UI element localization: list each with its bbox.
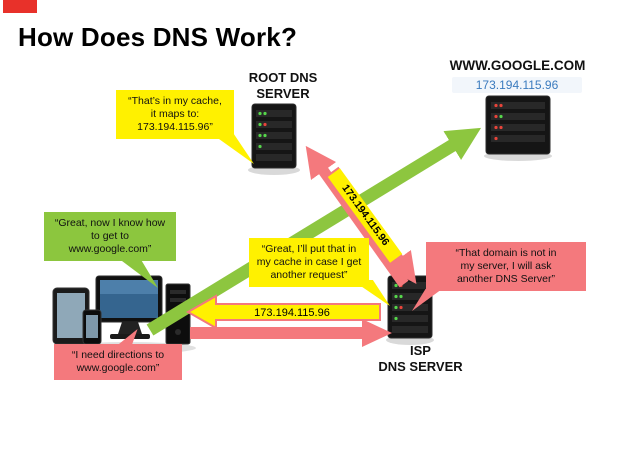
- arrow-client-to-google: [146, 127, 482, 336]
- root-dns-label-line2: SERVER: [256, 86, 310, 101]
- google-ip-label: 173.194.115.96: [452, 77, 582, 93]
- bubble-isp-miss: “That domain is not in my server, I will…: [426, 242, 586, 291]
- page-title: How Does DNS Work?: [18, 22, 298, 52]
- bubble-isp-cache-line3: another request”: [270, 269, 348, 281]
- bubble-isp-cache-line2: my cache in case I get: [256, 256, 362, 268]
- bubble-isp-cache: “Great, I’ll put that in my cache in cas…: [249, 238, 369, 287]
- root-dns-label-line1: ROOT DNS: [248, 70, 318, 85]
- google-server-icon: [484, 95, 552, 161]
- arrow-isp-to-client: [185, 294, 381, 330]
- isp-dns-label: ISP DNS SERVER: [368, 343, 473, 375]
- root-dns-server-icon: [248, 103, 300, 175]
- bubble-isp-miss-line3: another DNS Server”: [456, 273, 556, 285]
- bubble-client-ask-line2: www.google.com”: [76, 362, 160, 374]
- arrow-isp-to-client-ip-label: 173.194.115.96: [254, 307, 330, 319]
- slide-corner-accent: [3, 0, 37, 13]
- bubble-isp-cache-line1: “Great, I’ll put that in: [261, 243, 357, 255]
- bubble-client-knows-line1: “Great, now I know how: [54, 217, 166, 229]
- bubble-client-ask: “I need directions to www.google.com”: [54, 344, 182, 380]
- bubble-client-knows-line3: www.google.com”: [68, 243, 152, 255]
- bubble-isp-miss-line1: “That domain is not in: [455, 247, 557, 259]
- bubble-root-cache-line2: it maps to:: [150, 108, 200, 120]
- isp-dns-label-line2: DNS SERVER: [378, 359, 463, 374]
- google-domain-label: WWW.GOOGLE.COM: [449, 58, 586, 73]
- isp-dns-server-icon: [386, 275, 434, 345]
- bubble-root-cache-line1: “That’s in my cache,: [128, 95, 222, 107]
- root-dns-label: ROOT DNS SERVER: [233, 70, 333, 102]
- bubble-client-knows: “Great, now I know how to get to www.goo…: [44, 212, 176, 261]
- bubble-root-cache-line3: 173.194.115.96”: [137, 121, 213, 133]
- bubble-isp-miss-line2: my server, I will ask: [460, 260, 552, 272]
- bubble-client-ask-line1: “I need directions to: [71, 349, 165, 361]
- arrow-client-to-isp: [190, 319, 392, 347]
- isp-dns-label-line1: ISP: [410, 343, 431, 358]
- bubble-root-cache: “That’s in my cache, it maps to: 173.194…: [116, 90, 234, 139]
- bubble-client-knows-line2: to get to: [91, 230, 129, 242]
